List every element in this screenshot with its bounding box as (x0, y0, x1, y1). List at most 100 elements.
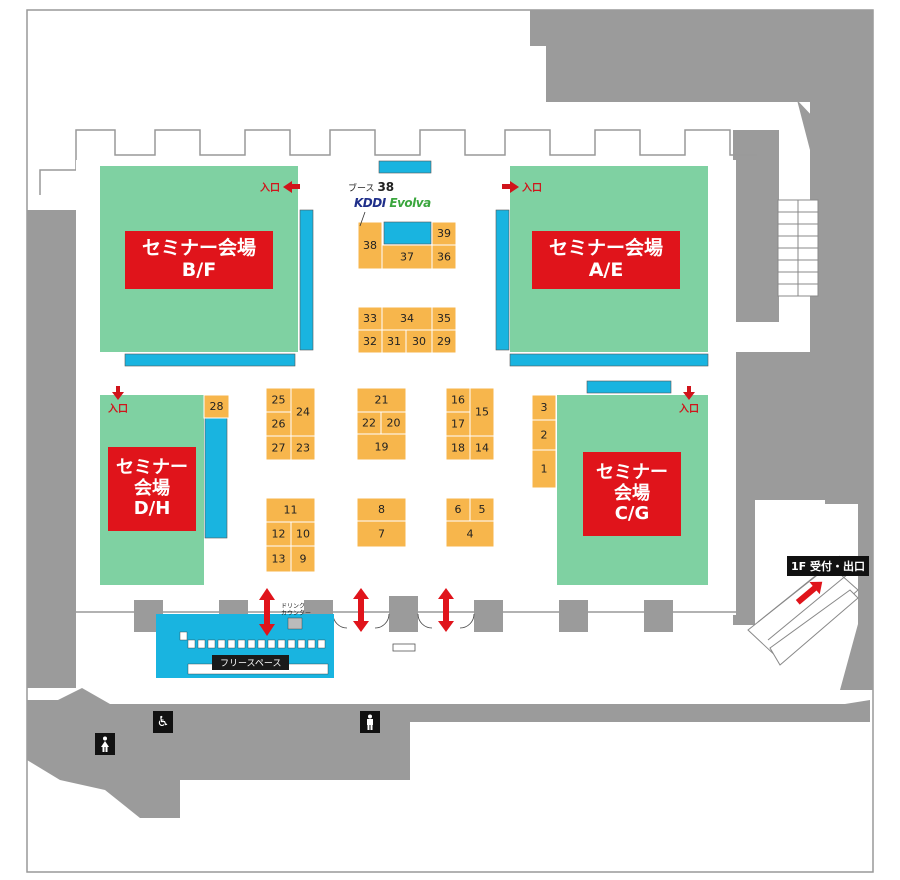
booth-38 (357, 221, 383, 270)
booth-caption: ブース 38 (348, 180, 395, 194)
double-arrows (259, 588, 454, 636)
booth-7 (356, 520, 407, 548)
booth-25 (265, 387, 292, 413)
booth-18 (445, 435, 471, 461)
booth-number: 39 (437, 227, 451, 240)
booth-number: 15 (475, 406, 489, 419)
exit-arrow (795, 581, 823, 605)
booth-number: 6 (455, 503, 462, 516)
booth-number: 32 (363, 335, 377, 348)
booth-number: 18 (451, 442, 465, 455)
booth-6 (445, 497, 471, 522)
booth-number: 23 (296, 442, 310, 455)
structure-bottom-right (410, 704, 870, 722)
sponsor-logo: KDDI Evolva (354, 196, 431, 210)
structure-right-pillar (733, 500, 755, 625)
booth-number: 14 (475, 442, 489, 455)
structure-left (27, 210, 76, 688)
booth-number: 4 (467, 528, 474, 541)
booth-number: 37 (400, 251, 414, 264)
entrance-bf: 入口 (260, 179, 300, 194)
wheelchair-icon: ♿ (153, 711, 173, 733)
booth-24 (290, 387, 316, 437)
entrance-cg: 入口 (679, 386, 699, 415)
booth-number: 25 (272, 394, 286, 407)
restroom-women-icon (95, 733, 115, 755)
cyan-bars (124, 160, 709, 539)
booth-28 (203, 394, 230, 419)
entrance-label: 入口 (108, 404, 128, 415)
booth-number: 5 (479, 503, 486, 516)
booth-number: 19 (375, 441, 389, 454)
arrow-down-icon (683, 392, 695, 400)
free-space-label: フリースペース (212, 655, 290, 670)
structure-right-lower (733, 352, 825, 500)
booth-number: 38 (363, 239, 377, 252)
entrance-label: 入口 (522, 183, 542, 194)
booth-23 (290, 435, 316, 461)
booth-number: 3 (541, 401, 548, 414)
booth-21 (356, 387, 407, 413)
booth-number: 24 (296, 406, 310, 419)
booth-15 (469, 387, 495, 437)
booth-8 (356, 497, 407, 522)
booth-number: 29 (437, 335, 451, 348)
entrance-label: 入口 (679, 404, 699, 415)
doormat (392, 643, 416, 652)
booth-2 (531, 419, 557, 451)
booth-9 (290, 545, 316, 573)
restroom-men-icon (360, 711, 380, 733)
booth-number: 7 (378, 528, 385, 541)
hall-top-wall (39, 129, 757, 195)
booth-number: 10 (296, 528, 310, 541)
booth-27 (265, 435, 292, 461)
booth-22 (356, 411, 382, 435)
booth-number: 17 (451, 418, 465, 431)
booth-26 (265, 411, 292, 437)
arrow-left-icon (283, 180, 292, 193)
booth-17 (445, 411, 471, 437)
booth-number: 13 (272, 553, 286, 566)
booth-number: 1 (541, 463, 548, 476)
booth-12 (265, 521, 292, 547)
booth-number: 12 (272, 528, 286, 541)
arrow-right-icon (510, 180, 519, 193)
structure-top-right (530, 10, 873, 208)
booth-number: 16 (451, 394, 465, 407)
drink-counter-label: ドリンク カウンター (281, 603, 312, 617)
booth-16 (445, 387, 471, 413)
booth-number: 8 (378, 503, 385, 516)
booth-number: 31 (387, 335, 401, 348)
booth-number: 22 (362, 417, 376, 430)
exit-label: 1F 受付・出口 (787, 556, 869, 576)
stairs-upper (777, 199, 819, 297)
booth-number: 27 (272, 442, 286, 455)
booth-19 (356, 433, 407, 461)
booth-13 (265, 545, 292, 573)
booth-number: 28 (210, 400, 224, 413)
booth-11 (265, 497, 316, 523)
booth-4 (445, 520, 495, 548)
booth-number: 35 (437, 312, 451, 325)
booth-number: 30 (412, 335, 426, 348)
booth-number: 26 (272, 418, 286, 431)
stairs-lower (747, 555, 859, 666)
booth-number: 11 (284, 504, 298, 517)
structure-right-block (733, 130, 779, 322)
booth-number: 2 (541, 429, 548, 442)
booth-3 (531, 394, 557, 421)
booth-number: 36 (437, 251, 451, 264)
entrance-ae: 入口 (502, 179, 542, 194)
booth-number: 21 (375, 394, 389, 407)
entrance-label: 入口 (260, 183, 280, 194)
booth-39 (431, 221, 457, 246)
booth-35 (431, 306, 457, 331)
arrow-down-icon (112, 392, 124, 400)
booth-1 (531, 449, 557, 489)
booths: 1234567891011121314151617181920212223242… (203, 221, 557, 573)
